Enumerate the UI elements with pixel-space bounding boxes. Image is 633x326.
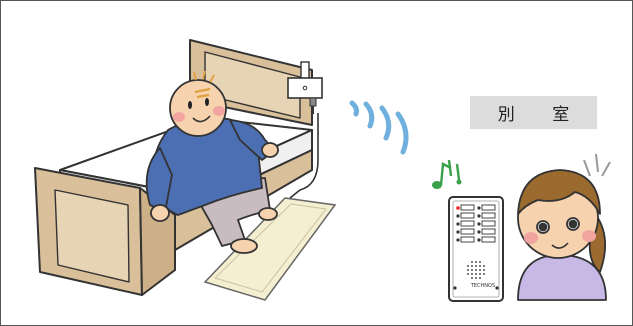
receiver-brand-label: TECHNOS	[463, 282, 503, 290]
separate-room-label: 別 室	[470, 96, 597, 129]
